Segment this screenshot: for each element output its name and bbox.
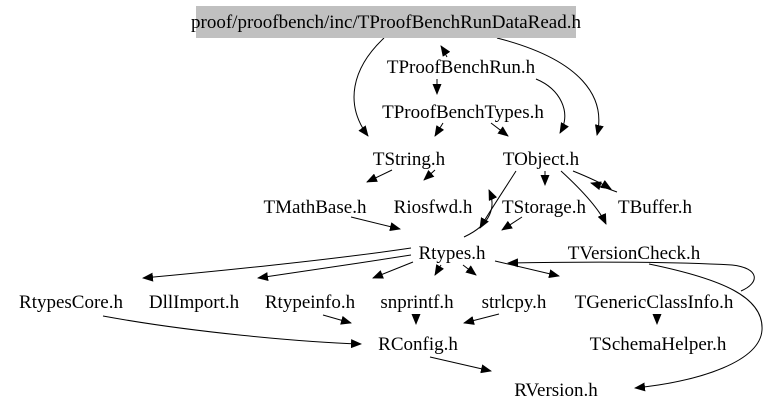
node-rversion[interactable]: RVersion.h — [514, 380, 598, 401]
edge-rtypescore-to-rconfig — [102, 315, 362, 349]
edge-rtypeinfo-to-rconfig — [322, 314, 352, 325]
node-strlcpy[interactable]: strlcpy.h — [482, 292, 547, 313]
edge-root-to-tstring — [353, 37, 385, 137]
edge-tstorage-to-rtypes — [501, 216, 523, 231]
edge-rtypes-to-rtypescore — [142, 247, 412, 282]
node-dllimport[interactable]: DllImport.h — [149, 292, 240, 313]
root-node-box — [196, 6, 576, 38]
edge-tproofbenchrun-to-tobject — [535, 78, 569, 134]
node-tmathbase[interactable]: TMathBase.h — [264, 197, 367, 218]
edge-rtypes-to-strlcpy — [462, 264, 477, 276]
edge-root-to-tobject — [496, 37, 604, 136]
edge-tobject-to-tbuffer — [572, 170, 612, 190]
edge-rtypes-to-dllimport — [257, 254, 412, 282]
edge-tobject-to-tversioncheck — [560, 170, 607, 225]
edge-rtypes-to-riosfwd — [463, 189, 498, 238]
node-tbuffer[interactable]: TBuffer.h — [618, 197, 693, 218]
edge-tproofbenchtypes-to-tstring — [434, 122, 445, 137]
edge-tobject-to-rtypes — [479, 170, 517, 229]
edge-group — [102, 37, 763, 392]
node-snprintf[interactable]: snprintf.h — [380, 292, 454, 313]
node-tstring[interactable]: TString.h — [373, 149, 446, 170]
edge-tstring-to-tmathbase — [366, 169, 393, 183]
node-root: proof/proofbench/inc/TProofBenchRunDataR… — [191, 12, 581, 33]
node-tstorage[interactable]: TStorage.h — [502, 197, 586, 218]
node-tgenericclassinfo[interactable]: TGenericClassInfo.h — [575, 292, 734, 313]
edge-rtypes-to-snprintf — [434, 264, 445, 276]
edge-tproofbenchrun-to-root — [440, 45, 451, 58]
node-tversioncheck[interactable]: TVersionCheck.h — [568, 243, 701, 264]
edge-tstring-to-riosfwd — [423, 169, 436, 181]
node-tproofbenchtypes[interactable]: TProofBenchTypes.h — [382, 102, 544, 123]
edge-tbuffer-to-tobject — [590, 181, 618, 193]
edge-tmathbase-to-rtypes — [350, 216, 401, 231]
node-rconfig[interactable]: RConfig.h — [378, 334, 458, 355]
edge-tgenericclassinfo-to-rtypes — [507, 258, 755, 292]
edge-rtypes-to-rtypeinfo — [372, 261, 414, 279]
node-rtypescore[interactable]: RtypesCore.h — [19, 292, 123, 313]
node-tschemahelper[interactable]: TSchemaHelper.h — [590, 334, 727, 355]
edge-rtypes-to-tgenericclassinfo — [494, 260, 560, 279]
node-tproofbenchrun[interactable]: TProofBenchRun.h — [387, 57, 536, 78]
edge-tversioncheck-to-rversion — [634, 263, 763, 392]
edge-tproofbenchtypes-to-tobject — [490, 122, 509, 137]
node-tobject[interactable]: TObject.h — [503, 149, 580, 170]
node-riosfwd[interactable]: Riosfwd.h — [394, 197, 473, 218]
node-rtypes[interactable]: Rtypes.h — [418, 243, 486, 264]
edge-rconfig-to-rversion — [429, 356, 492, 374]
node-rtypeinfo[interactable]: Rtypeinfo.h — [265, 292, 356, 313]
edge-strlcpy-to-rconfig — [463, 313, 500, 325]
